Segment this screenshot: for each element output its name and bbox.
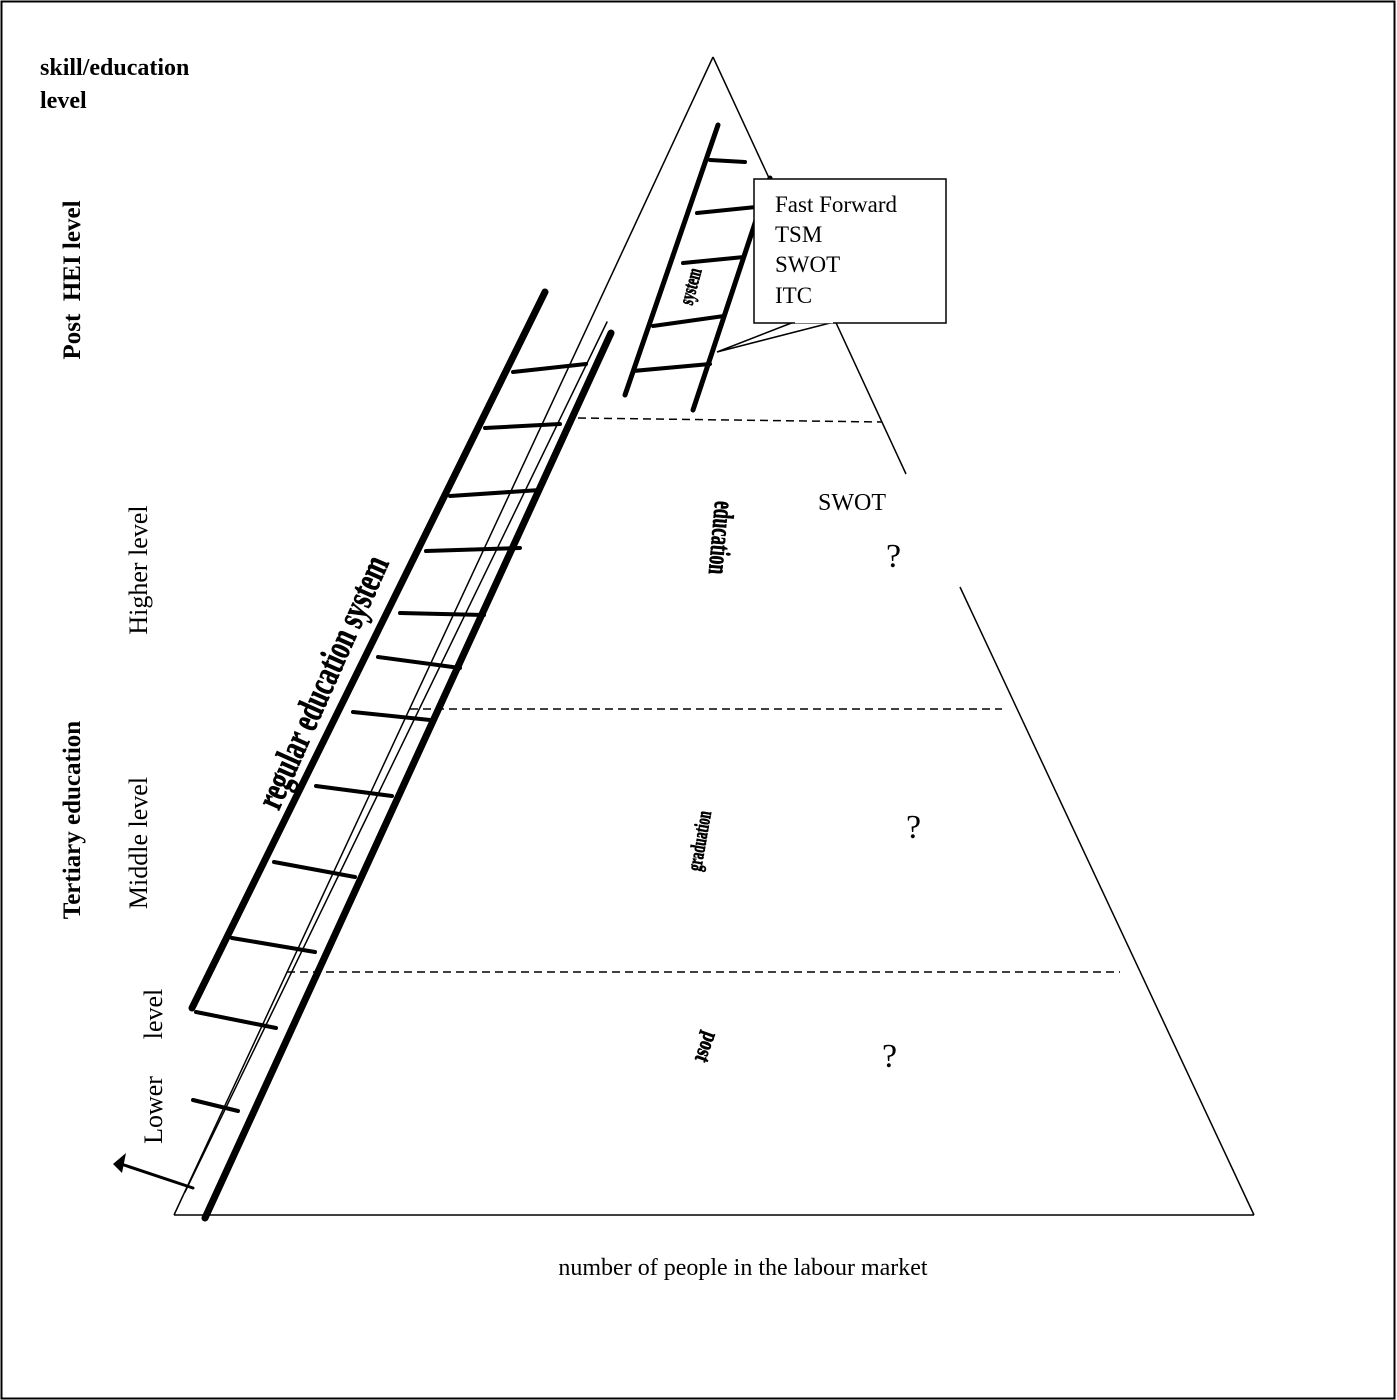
callout-line-1: Fast Forward — [775, 192, 898, 217]
small-ladder-rail-left — [622, 122, 721, 398]
ladder-rung — [695, 205, 758, 215]
level-dividers — [287, 417, 1120, 973]
y-axis-title-line-2: level — [40, 88, 87, 114]
word-art-system: system — [675, 265, 707, 307]
level-label-higher: Higher level — [124, 505, 153, 634]
word-art-education: education — [702, 500, 740, 576]
small-ladder-rungs — [631, 158, 758, 373]
ladder-rung — [314, 784, 394, 798]
ladder-rung — [708, 158, 747, 164]
callout-line-2: TSM — [775, 222, 822, 247]
divider-post-hei — [577, 417, 883, 423]
ladder-rung — [511, 362, 588, 374]
ladder-rail-left — [188, 288, 549, 1012]
level-label-level-word: level — [139, 989, 168, 1040]
level-label-middle: Middle level — [124, 777, 153, 909]
callout-line-4: ITC — [775, 283, 812, 308]
word-art-post: post — [689, 1029, 723, 1066]
y-axis-title-line-1: skill/education — [40, 55, 189, 81]
callout-line-3: SWOT — [775, 252, 840, 277]
callout-box — [753, 178, 947, 324]
ladder-rung — [651, 314, 726, 328]
ladder-rung — [272, 860, 357, 879]
regular-education-ladder — [113, 288, 615, 1222]
callout-pointer — [716, 321, 835, 353]
group-label-tertiary: Tertiary education — [59, 721, 86, 919]
post-hei-ladder — [622, 122, 773, 413]
question-mark-middle: ? — [906, 809, 921, 846]
ladder-rung — [631, 362, 712, 373]
ladder-rung — [483, 422, 562, 430]
ladder-rung — [376, 655, 462, 670]
callout: Fast Forward TSM SWOT ITC — [716, 178, 947, 353]
x-axis-title: number of people in the labour market — [558, 1255, 928, 1281]
ladder-rung — [194, 1010, 278, 1030]
word-art-graduation: graduation — [683, 809, 716, 873]
question-mark-higher: ? — [886, 538, 901, 575]
ladder-rung — [398, 611, 486, 617]
ladder-rung — [448, 488, 542, 498]
ladder-arrowhead — [113, 1153, 126, 1173]
pyramid-right-edge-lower — [959, 586, 1255, 1216]
level-label-lower-word: Lower — [139, 1076, 168, 1144]
ladder-inner-line — [184, 321, 608, 1193]
question-mark-lower: ? — [882, 1038, 897, 1075]
ladder-arrow-base — [116, 1161, 195, 1190]
ladder-rung — [351, 710, 432, 722]
ladder-rungs — [191, 362, 588, 1113]
ladder-rung — [424, 546, 522, 553]
ladder-rung — [230, 936, 317, 954]
ladder-rail-right — [201, 329, 615, 1222]
pyramid-left-edge — [173, 56, 714, 1216]
ladder-label-regular-education-system: regular education system — [248, 549, 397, 815]
ladder-rung — [191, 1098, 240, 1113]
swot-label: SWOT — [818, 490, 886, 516]
group-label-post-hei: Post HEI level — [59, 200, 86, 359]
ladder-rung — [681, 255, 746, 265]
